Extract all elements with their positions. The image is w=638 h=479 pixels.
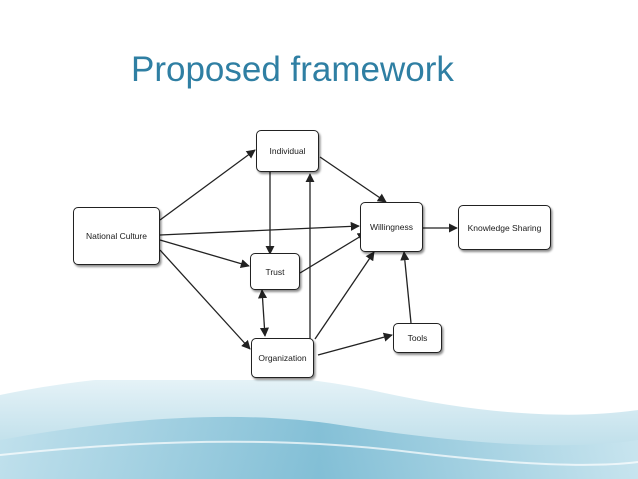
- edge-tools-willingness: [400, 251, 412, 324]
- edge-individual-willingness: [319, 156, 387, 203]
- edge-national-culture-individual: [159, 149, 256, 221]
- node-individual: Individual: [256, 130, 319, 172]
- edge-national-culture-willingness: [159, 221, 360, 236]
- node-tools: Tools: [393, 323, 442, 353]
- node-trust: Trust: [250, 253, 300, 290]
- edge-trust-organization: [257, 289, 270, 337]
- slide-title: Proposed framework: [131, 50, 454, 89]
- wave-front: [0, 416, 638, 479]
- node-knowledge-sharing: Knowledge Sharing: [458, 205, 551, 250]
- edge-national-culture-organization: [159, 249, 251, 350]
- node-national-culture: National Culture: [73, 207, 160, 265]
- node-organization: Organization: [251, 338, 314, 378]
- edge-trust-willingness: [299, 232, 367, 274]
- edge-national-culture-trust: [159, 239, 250, 269]
- node-willingness: Willingness: [360, 202, 423, 252]
- diagram-arrows: [159, 149, 458, 356]
- edge-organization-tools: [317, 332, 393, 356]
- edge-organization-willingness: [314, 251, 375, 340]
- wave-highlight: [0, 440, 638, 466]
- framework-diagram: National Culture Individual Trust Organi…: [72, 127, 552, 380]
